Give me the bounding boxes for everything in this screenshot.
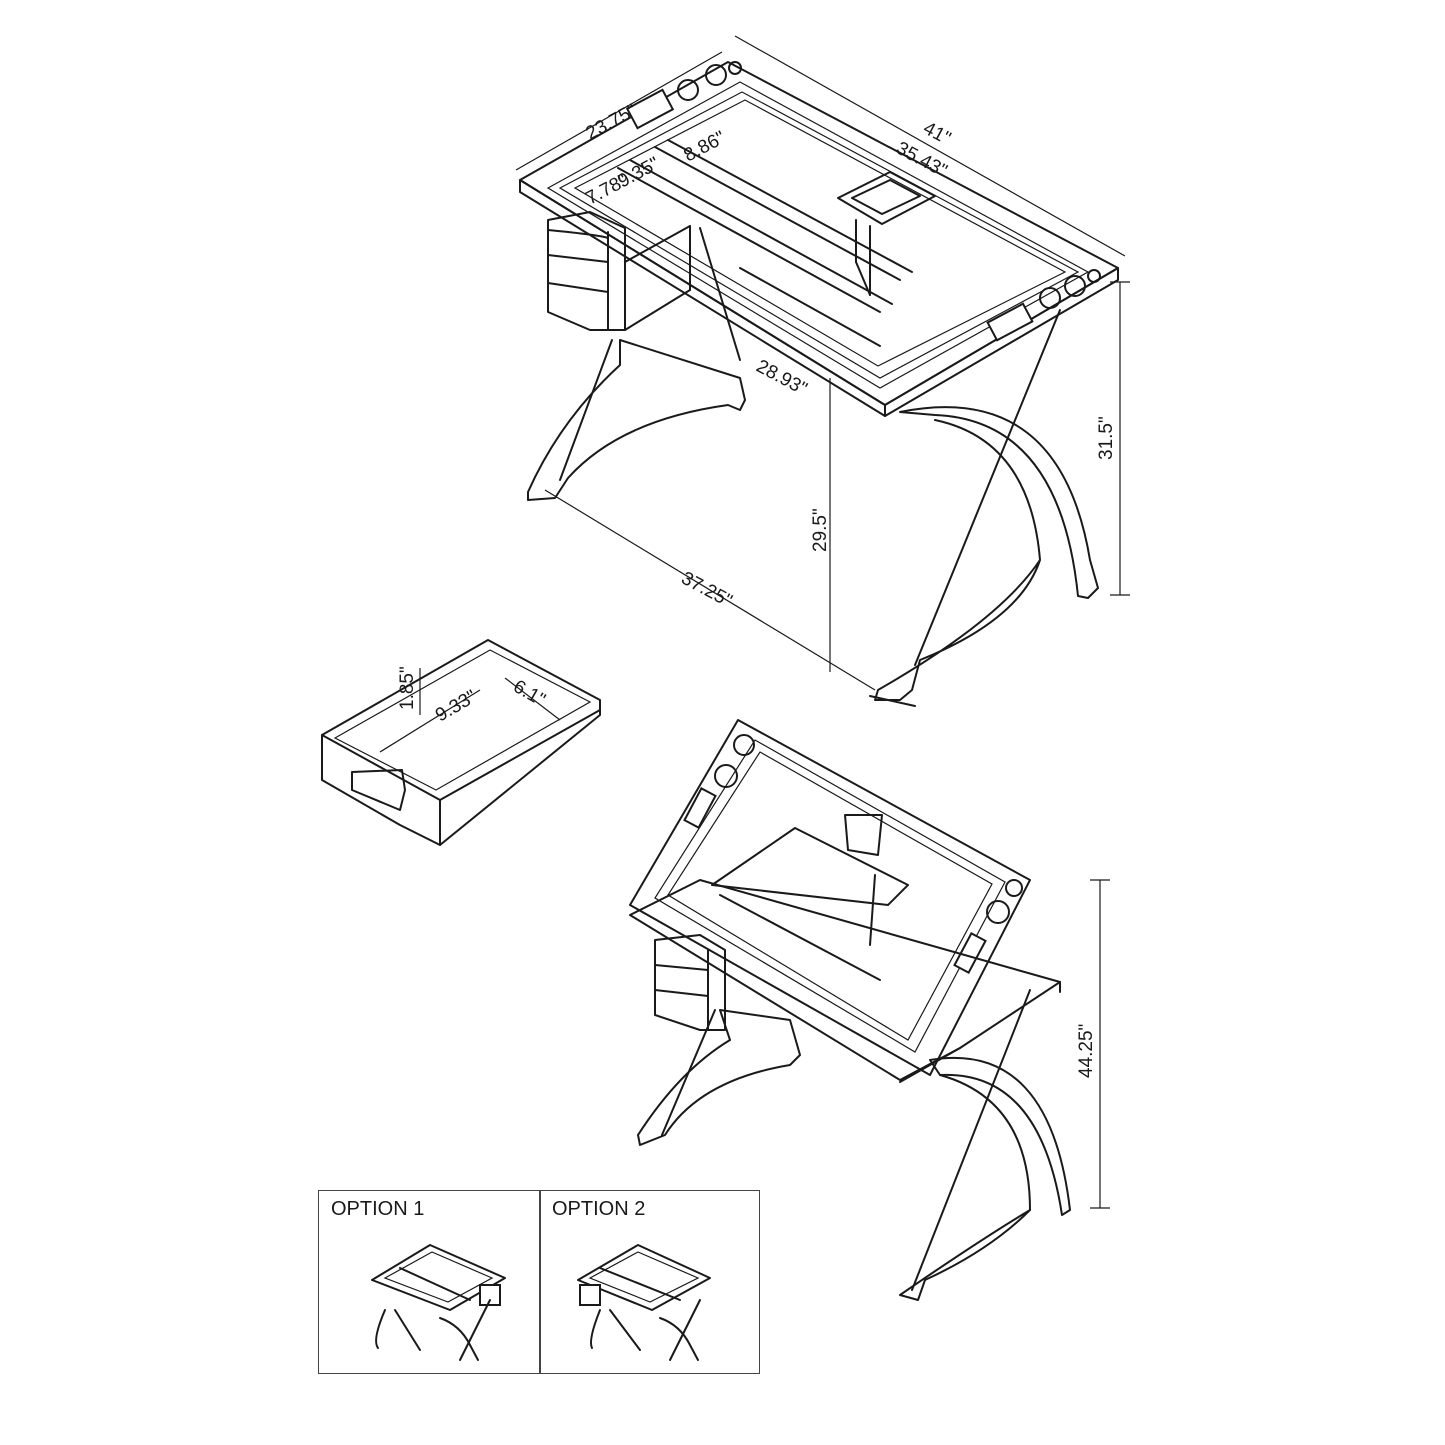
option2-thumbnail [577, 1244, 711, 1361]
option2-label: OPTION 2 [552, 1198, 646, 1220]
options-divider [539, 1190, 541, 1374]
dim-drawer-width: 6.1" [510, 676, 549, 711]
dim-tilted-height: 44.25" [1076, 1024, 1097, 1078]
dim-height-under: 29.5" [810, 508, 831, 552]
desk-flat-view: 23.75" 41" 35.43" 8.86" 9.35" 7.78" 28.9… [515, 35, 1130, 707]
desk-tilted-view: 44.25" [629, 719, 1110, 1301]
dim-glass-depth: 28.93" [753, 356, 811, 400]
dim-drawer-length: 9.33" [432, 686, 480, 726]
dim-base-width: 37.25" [678, 568, 736, 612]
dim-drawer-height: 1.85" [397, 666, 418, 710]
option1-thumbnail [371, 1244, 506, 1361]
dim-desk-depth: 23.75" [582, 100, 640, 144]
dim-tray-a: 7.78" [582, 170, 630, 209]
dim-height-total: 31.5" [1096, 416, 1117, 460]
drawer-view: 1.85" 9.33" 6.1" [321, 639, 601, 846]
dim-desk-width: 41" [920, 118, 954, 150]
option1-label: OPTION 1 [331, 1198, 425, 1220]
